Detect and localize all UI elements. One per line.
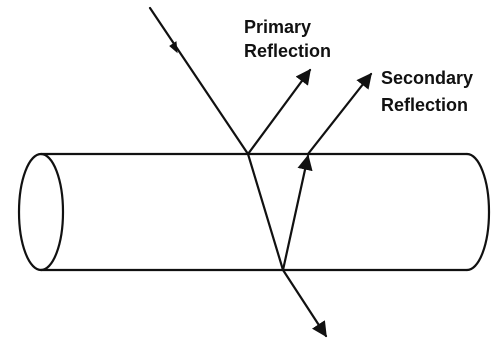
primary-label-line1: Primary [244, 17, 311, 37]
secondary-label-line1: Secondary [381, 68, 473, 88]
secondary-reflection-ray [306, 72, 373, 156]
primary-reflection-ray [246, 68, 312, 156]
refracted-ray [246, 152, 285, 272]
transmitted-ray [281, 268, 328, 338]
primary-label-line2: Reflection [244, 41, 331, 61]
incident-ray-arrow [169, 41, 178, 54]
cylinder-right-end [465, 152, 491, 272]
primary-reflection-label: Primary Reflection [244, 17, 331, 61]
cylinder [17, 152, 491, 272]
secondary-reflection-label: Secondary Reflection [381, 68, 473, 115]
cylinder-left-end [17, 152, 65, 272]
secondary-label-line2: Reflection [381, 95, 468, 115]
internal-reflection-ray [281, 154, 313, 272]
incident-ray [148, 6, 250, 156]
